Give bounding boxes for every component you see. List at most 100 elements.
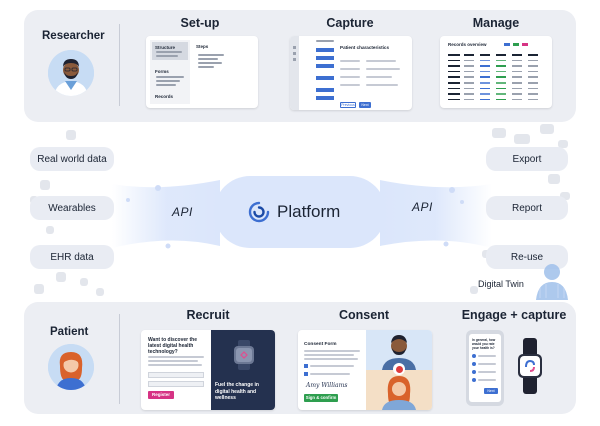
platform-label: Platform [277, 202, 341, 221]
manage-table-cell [464, 54, 474, 56]
manage-table-cell [528, 82, 538, 84]
manage-table-cell [480, 59, 490, 62]
digital-twin-label: Digital Twin [478, 279, 524, 289]
patient-video-icon [382, 376, 416, 410]
manage-table-cell [448, 87, 460, 90]
recruit-title: Recruit [186, 308, 230, 322]
setup-structure-label: Structure [155, 45, 176, 50]
manage-table-cell [480, 54, 490, 56]
manage-table-cell [528, 76, 538, 78]
phone-screenshot: In general, how would you rate your heal… [466, 330, 504, 406]
manage-card-title: Records overview [448, 42, 487, 47]
capture-screenshot: Patient characteristics Previous Next [290, 36, 412, 110]
manage-table-cell [464, 82, 474, 84]
manage-table-cell [512, 76, 522, 78]
recruit-screenshot: Want to discover the latest digital heal… [141, 330, 275, 410]
setup-records-label: Records [155, 94, 174, 99]
capture-next-button: Next [359, 102, 371, 108]
end-call-icon [393, 363, 405, 375]
patient-label: Patient [50, 326, 89, 338]
smartwatch-device-icon [518, 338, 542, 394]
manage-table-cell [464, 98, 474, 101]
manage-table-cell [496, 70, 506, 73]
manage-table-cell [512, 54, 522, 56]
top-divider [119, 24, 120, 106]
input-real-world-data: Real world data [30, 147, 114, 171]
capture-title: Capture [326, 16, 374, 30]
api-left-label: API [172, 205, 193, 219]
manage-table-cell [512, 65, 522, 67]
manage-table-cell [480, 82, 490, 84]
register-button: Register [148, 391, 174, 399]
input-wearables: Wearables [30, 196, 114, 220]
setup-screenshot: Structure Forms Records Steps [146, 36, 258, 108]
manage-table-cell [448, 93, 460, 95]
manage-table-cell [496, 87, 506, 90]
researcher-label: Researcher [42, 30, 105, 42]
smartwatch-icon [234, 340, 254, 370]
manage-table-cell [528, 65, 538, 67]
manage-table-cell [528, 54, 538, 56]
engage-title: Engage + capture [461, 308, 567, 322]
manage-table-cell [496, 76, 506, 78]
platform-hub [214, 176, 386, 248]
manage-table-cell [448, 76, 460, 78]
manage-table-cell [496, 54, 506, 56]
recruit-tagline: Fuel the change in digital health and we… [215, 382, 259, 401]
consent-screenshot: Consent Form Amy Williams Sign & confirm [298, 330, 432, 410]
manage-table-cell [496, 59, 506, 62]
manage-table-cell [512, 98, 522, 101]
manage-table-cell [448, 82, 460, 84]
output-report: Report [486, 196, 568, 220]
manage-table-cell [496, 82, 506, 84]
capture-previous-button: Previous [340, 102, 356, 108]
manage-table-cell [480, 76, 490, 78]
manage-table-cell [448, 54, 460, 56]
bottom-divider [119, 314, 120, 404]
manage-table-cell [464, 87, 474, 90]
platform-logo-icon [248, 201, 270, 223]
manage-table-cell [464, 93, 474, 95]
manage-table-cell [480, 93, 490, 95]
manage-table-cell [528, 59, 538, 62]
consent-title: Consent [339, 308, 389, 322]
engage-next-button: Next [484, 388, 498, 394]
engage-question: In general, how would you rate your heal… [472, 338, 496, 350]
manage-table-cell [464, 76, 474, 78]
manage-table-cell [512, 70, 522, 73]
manage-table-cell [512, 87, 522, 90]
manage-table-cell [528, 93, 538, 95]
setup-steps-label: Steps [196, 44, 209, 49]
manage-table-cell [496, 65, 506, 67]
setup-forms-label: Forms [155, 69, 169, 74]
manage-table-cell [528, 98, 538, 101]
consent-form-title: Consent Form [304, 342, 337, 347]
manage-table-cell [512, 93, 522, 95]
manage-table-cell [496, 98, 506, 101]
manage-table-cell [528, 70, 538, 73]
manage-table-cell [448, 65, 460, 67]
manage-table-cell [448, 70, 460, 73]
manage-table-cell [512, 82, 522, 84]
manage-screenshot: Records overview [440, 36, 552, 108]
manage-table-cell [480, 87, 490, 90]
api-flow-band [112, 180, 492, 249]
input-ehr-data: EHR data [30, 245, 114, 269]
setup-title: Set-up [180, 16, 220, 30]
researcher-avatar [48, 50, 94, 96]
manage-table-cell [464, 70, 474, 73]
patient-avatar [48, 344, 94, 390]
manage-table-cell [448, 59, 460, 62]
manage-table-cell [480, 65, 490, 67]
digital-twin-figure [530, 258, 574, 300]
output-export: Export [486, 147, 568, 171]
sign-confirm-button: Sign & confirm [304, 394, 338, 402]
api-right-label: API [412, 200, 433, 214]
manage-table-cell [448, 98, 460, 101]
manage-table-cell [528, 87, 538, 90]
capture-card-title: Patient characteristics [340, 45, 390, 50]
recruit-question: Want to discover the latest digital heal… [148, 337, 197, 355]
manage-table-cell [480, 70, 490, 73]
manage-table-cell [464, 65, 474, 67]
consent-signature: Amy Williams [306, 382, 348, 389]
